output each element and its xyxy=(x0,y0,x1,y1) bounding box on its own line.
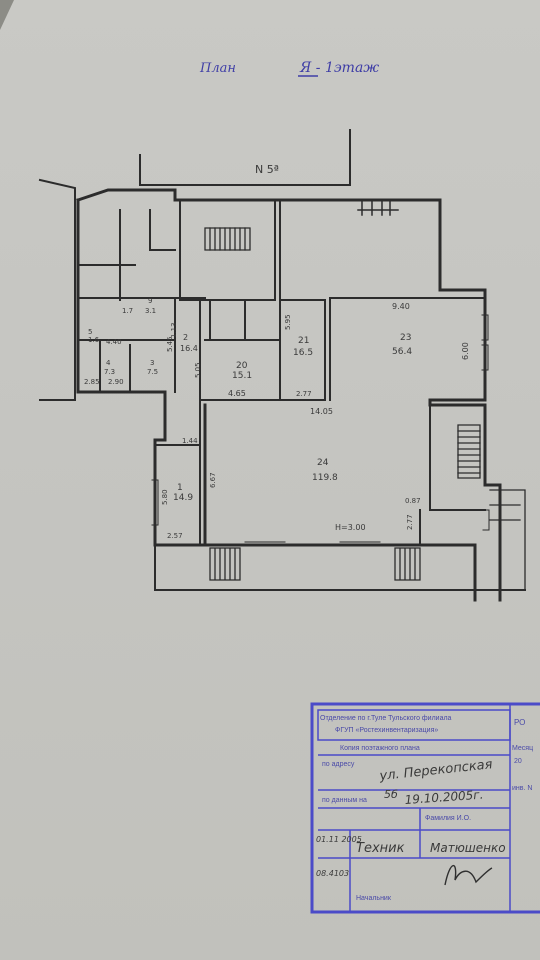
stamp-signer: Матюшенко xyxy=(430,841,506,855)
wall-j xyxy=(77,264,206,341)
wall-k xyxy=(99,339,131,393)
dim-5-45: 5.45 xyxy=(166,336,174,352)
plan-title: План xyxy=(199,61,236,76)
room-area-8: 1.7 xyxy=(122,307,133,315)
wall-a xyxy=(179,199,276,301)
left-outline xyxy=(38,178,76,401)
dim-2-85: 2.85 xyxy=(84,378,100,386)
ceiling-height: H=3.00 xyxy=(335,523,366,532)
dim-14-05: 14.05 xyxy=(310,407,333,416)
stamp-address-label: по адресу xyxy=(322,761,355,768)
radiator-marks xyxy=(357,199,399,216)
dim-5-95: 5.95 xyxy=(284,314,292,330)
room-number-23: 23 xyxy=(400,333,411,343)
stamp-house: 5б xyxy=(384,788,398,801)
stamp-right-2: Месяц xyxy=(512,745,533,752)
outer-wall-right xyxy=(76,188,502,602)
wall-i xyxy=(119,209,176,301)
dim-1-44: 1.44 xyxy=(182,437,198,445)
room-number-21: 21 xyxy=(298,336,309,346)
room-area-4: 7.3 xyxy=(104,368,115,376)
stamp-role: Техник xyxy=(356,841,405,856)
room-number-3: 3 xyxy=(150,359,154,367)
dim-4-65: 4.65 xyxy=(228,389,246,398)
stairs-entry xyxy=(209,489,526,591)
stamp-chief-label: Начальник xyxy=(356,895,392,902)
room-number-1: 1 xyxy=(177,483,183,493)
stamp-street: ул. Перекопская xyxy=(378,757,494,784)
wall-h xyxy=(209,299,246,341)
dim-1-13: 1.13 xyxy=(170,322,178,338)
room-area-24: 119.8 xyxy=(312,473,338,483)
corridor-label: N 5ª xyxy=(255,163,279,176)
floor-label: Я - 1этаж xyxy=(299,60,379,76)
room-area-20: 15.1 xyxy=(232,371,252,381)
dim-6-67: 6.67 xyxy=(209,472,217,488)
room-area-5: 1.6 xyxy=(88,336,100,344)
wall-l xyxy=(174,299,201,546)
dim-9-40: 9.40 xyxy=(392,302,410,311)
stamp-date-left: 01.11 2005 xyxy=(316,835,362,844)
stamp-num-left: 08.4103 xyxy=(316,869,349,878)
dim-2-90: 2.90 xyxy=(108,378,124,386)
stamp-right-3: 20 xyxy=(514,758,522,765)
stamp-org-line2: ФГУП «Ростехинвентаризация» xyxy=(335,727,438,734)
room-number-20: 20 xyxy=(236,361,248,371)
signature-scribble xyxy=(444,864,493,886)
room-area-1: 14.9 xyxy=(173,493,193,503)
room-area-2: 16.4 xyxy=(180,344,198,353)
stamp-date-label: по данным на xyxy=(322,797,367,804)
room-number-24: 24 xyxy=(317,458,329,468)
outer-wall-bottom xyxy=(153,543,477,602)
room-number-5: 5 xyxy=(88,328,92,336)
dim-2-57: 2.57 xyxy=(167,532,183,540)
wall-m xyxy=(429,399,486,511)
room-number-2: 2 xyxy=(183,333,188,342)
dim-5-05: 5.05 xyxy=(194,362,202,378)
dimension-labels: 9.40 6.00 14.05 4.65 2.77 5.95 5.05 4.40… xyxy=(84,302,470,540)
room-area-21: 16.5 xyxy=(293,348,313,358)
inventory-stamp xyxy=(310,702,540,914)
room-labels: 24 119.8 23 56.4 21 16.5 20 15.1 2 16.4 … xyxy=(88,297,412,503)
dim-4-40: 4.40 xyxy=(106,338,122,346)
corridor-outline xyxy=(139,129,351,186)
dim-2-77: 2.77 xyxy=(296,390,312,398)
outer-wall-base xyxy=(154,544,526,591)
wall-b xyxy=(279,199,326,301)
stamp-right-4: инв. N xyxy=(512,785,532,792)
stamp-copy-label: Копия поэтажного плана xyxy=(340,745,420,752)
stamp-right-1: РО xyxy=(514,718,525,727)
room-area-23: 56.4 xyxy=(392,347,412,357)
dim-6-00: 6.00 xyxy=(461,342,470,360)
dim-0-87: 0.87 xyxy=(405,497,421,505)
stamp-date: 19.10.2005г. xyxy=(404,788,484,807)
room-number-9: 9 xyxy=(148,297,152,305)
room-number-4: 4 xyxy=(106,359,111,367)
dim-2-77-b: 2.77 xyxy=(406,514,414,530)
stairs-top xyxy=(204,227,251,251)
wall-c xyxy=(199,299,326,401)
windows xyxy=(151,314,490,547)
room-area-9: 3.1 xyxy=(145,307,156,315)
dim-5-80: 5.80 xyxy=(161,489,169,505)
room-area-3: 7.5 xyxy=(147,368,158,376)
stairs-right xyxy=(457,424,481,479)
stamp-org-line1: Отделение по г.Туле Тульского филиала xyxy=(320,715,452,722)
stamp-fio-label: Фамилия И.О. xyxy=(425,815,471,822)
